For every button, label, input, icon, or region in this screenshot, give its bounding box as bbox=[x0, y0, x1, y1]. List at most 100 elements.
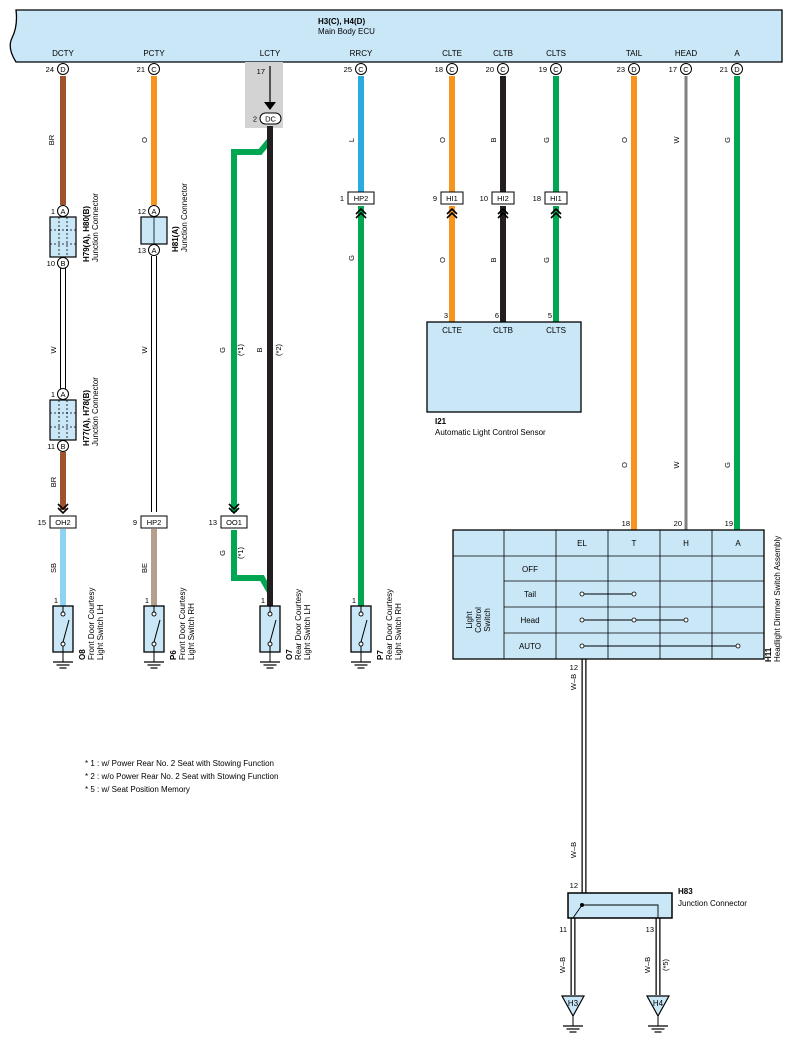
svg-text:1: 1 bbox=[352, 596, 356, 605]
svg-text:Automatic Light Control Sensor: Automatic Light Control Sensor bbox=[435, 428, 546, 437]
svg-text:D: D bbox=[631, 65, 637, 74]
footnotes: * 1 : w/ Power Rear No. 2 Seat with Stow… bbox=[85, 759, 278, 794]
svg-text:CLTS: CLTS bbox=[546, 326, 566, 335]
svg-text:Headlight Dimmer Switch Assemb: Headlight Dimmer Switch Assembly bbox=[773, 536, 782, 662]
svg-text:W–B: W–B bbox=[569, 842, 578, 858]
pin-label-a: A bbox=[734, 49, 740, 58]
wire-lcty-g-star1 bbox=[231, 126, 273, 512]
svg-text:20: 20 bbox=[486, 65, 494, 74]
svg-text:HI2: HI2 bbox=[497, 194, 509, 203]
column-a: A bbox=[735, 539, 741, 548]
switch-o7: 1 O7 Rear Door Courtesy Light Switch LH bbox=[259, 589, 312, 669]
svg-text:A: A bbox=[60, 207, 65, 216]
svg-text:DC: DC bbox=[265, 115, 276, 124]
svg-text:12: 12 bbox=[570, 881, 578, 890]
column-t: T bbox=[632, 539, 637, 548]
svg-text:O: O bbox=[438, 137, 447, 143]
svg-text:HI1: HI1 bbox=[550, 194, 562, 203]
svg-text:12: 12 bbox=[570, 663, 578, 672]
pin-label-clts: CLTS bbox=[546, 49, 566, 58]
svg-text:B: B bbox=[489, 257, 498, 262]
svg-text:11: 11 bbox=[47, 442, 55, 451]
switch-o8-icon bbox=[52, 605, 74, 653]
svg-text:W: W bbox=[672, 461, 681, 469]
junction-h83: 12 11 13 H83 Junction Connector bbox=[559, 881, 747, 934]
svg-text:17: 17 bbox=[257, 67, 265, 76]
pin-label-lcty: LCTY bbox=[260, 49, 281, 58]
svg-text:12: 12 bbox=[138, 207, 146, 216]
svg-text:O: O bbox=[620, 137, 629, 143]
sensor-i21: 3 6 5 CLTE CLTB CLTS I21 Automatic Light… bbox=[426, 311, 582, 437]
ground-p7-icon bbox=[350, 651, 372, 669]
svg-text:6: 6 bbox=[495, 311, 499, 320]
svg-text:G: G bbox=[218, 347, 227, 353]
svg-text:Light Switch RH: Light Switch RH bbox=[394, 603, 403, 660]
svg-text:15: 15 bbox=[38, 518, 46, 527]
svg-text:OH2: OH2 bbox=[55, 518, 70, 527]
svg-text:H3: H3 bbox=[568, 999, 579, 1008]
pin-label-tail: TAIL bbox=[626, 49, 643, 58]
svg-text:17: 17 bbox=[669, 65, 677, 74]
svg-text:G: G bbox=[542, 137, 551, 143]
svg-text:C: C bbox=[553, 65, 559, 74]
svg-text:H11: H11 bbox=[764, 647, 773, 662]
column-h: H bbox=[683, 539, 689, 548]
svg-text:H83: H83 bbox=[678, 887, 693, 896]
lcty-dc-connector: DC 2 bbox=[253, 102, 282, 125]
svg-text:A: A bbox=[60, 390, 65, 399]
connector-oh2: OH2 15 bbox=[38, 503, 77, 529]
svg-text:Front Door Courtesy: Front Door Courtesy bbox=[87, 588, 96, 660]
ecu-pin-clts: C 19 bbox=[539, 63, 562, 75]
svg-text:D: D bbox=[734, 65, 740, 74]
junction-h79-h80: A 1 B 10 H79(A), H80(B) Junction Connect… bbox=[47, 193, 100, 269]
svg-text:13: 13 bbox=[209, 518, 217, 527]
svg-text:H4: H4 bbox=[653, 999, 664, 1008]
switch-p6: 1 P6 Front Door Courtesy Light Switch RH bbox=[143, 588, 196, 669]
svg-text:P7: P7 bbox=[376, 650, 385, 660]
ground-o8-icon bbox=[52, 651, 74, 669]
ground-p6-icon bbox=[143, 651, 165, 669]
ground-h4-icon bbox=[645, 995, 671, 1018]
connector-hi2: HI2 10 bbox=[480, 191, 515, 219]
svg-text:BE: BE bbox=[140, 563, 149, 573]
pin-label-dcty: DCTY bbox=[52, 49, 74, 58]
lcty-arrow-icon bbox=[264, 102, 276, 110]
svg-text:C: C bbox=[358, 65, 364, 74]
svg-text:W: W bbox=[140, 346, 149, 354]
svg-text:Junction Connector: Junction Connector bbox=[91, 377, 100, 446]
junction-h81: A 12 A 13 H81(A) Junction Connector bbox=[138, 183, 189, 256]
svg-text:W–B: W–B bbox=[558, 957, 567, 973]
svg-text:18: 18 bbox=[622, 519, 630, 528]
svg-text:H81(A): H81(A) bbox=[171, 226, 180, 252]
ecu-pin-rrcy: C 25 bbox=[344, 63, 367, 75]
ecu-pin-a: D 21 bbox=[720, 63, 743, 75]
svg-text:B: B bbox=[489, 137, 498, 142]
svg-text:C: C bbox=[151, 65, 157, 74]
svg-text:10: 10 bbox=[47, 259, 55, 268]
switch-p7: 1 P7 Rear Door Courtesy Light Switch RH bbox=[350, 589, 403, 669]
svg-text:Junction Connector: Junction Connector bbox=[678, 899, 747, 908]
svg-text:13: 13 bbox=[646, 925, 654, 934]
connector-hi1-b: HI1 18 bbox=[533, 191, 568, 219]
ecu-pin-tail: D 23 bbox=[617, 63, 640, 75]
svg-text:1: 1 bbox=[340, 194, 344, 203]
side-label-switch: Switch bbox=[483, 608, 492, 632]
svg-text:O: O bbox=[620, 462, 629, 468]
svg-text:Rear Door Courtesy: Rear Door Courtesy bbox=[294, 589, 303, 660]
svg-text:Light Switch LH: Light Switch LH bbox=[303, 604, 312, 660]
svg-text:W: W bbox=[672, 136, 681, 144]
connector-hi1-a: HI1 9 bbox=[433, 191, 464, 219]
svg-text:D: D bbox=[60, 65, 66, 74]
svg-text:1: 1 bbox=[51, 390, 55, 399]
connector-hp2-lower: HP2 9 bbox=[133, 515, 168, 529]
svg-text:1: 1 bbox=[261, 596, 265, 605]
svg-text:HP2: HP2 bbox=[147, 518, 162, 527]
ecu-code: H3(C), H4(D) bbox=[318, 17, 365, 26]
svg-text:1: 1 bbox=[54, 596, 58, 605]
svg-text:C: C bbox=[683, 65, 689, 74]
switch-p6-icon bbox=[143, 605, 165, 653]
svg-text:C: C bbox=[449, 65, 455, 74]
svg-text:19: 19 bbox=[539, 65, 547, 74]
svg-text:HI1: HI1 bbox=[446, 194, 458, 203]
svg-text:9: 9 bbox=[133, 518, 137, 527]
